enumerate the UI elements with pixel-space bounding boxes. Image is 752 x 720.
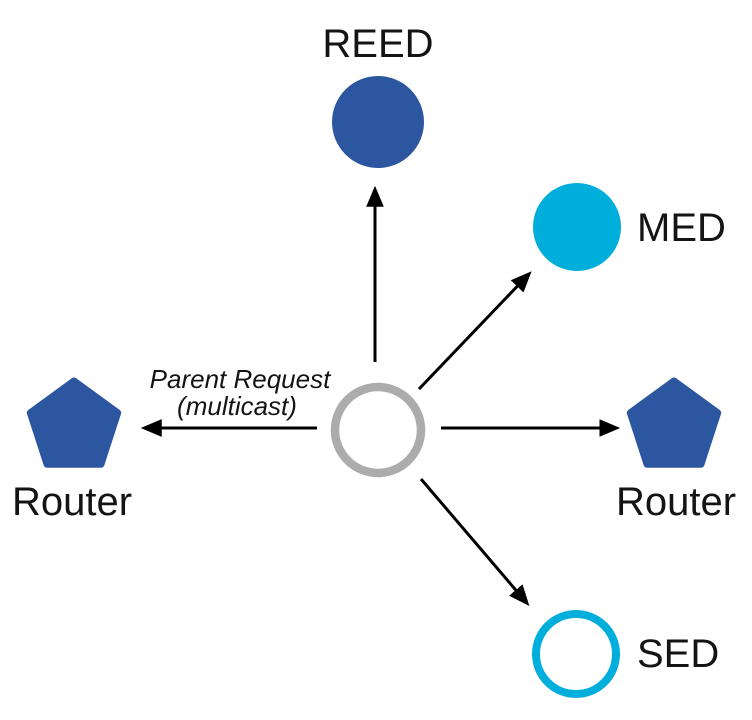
sed-node-circle <box>532 610 620 698</box>
arrow-to-med <box>417 271 532 391</box>
sed-node-label: SED <box>637 632 719 676</box>
router-left-pentagon <box>26 377 122 468</box>
router-right-pentagon <box>626 377 722 468</box>
router-right-label: Router <box>616 480 736 524</box>
edge-annotation-line1: Parent Request <box>150 364 332 394</box>
arrow-to-sed <box>419 478 530 606</box>
edges <box>140 185 621 606</box>
med-node-label: MED <box>637 206 726 250</box>
joiner-node-circle <box>330 382 426 478</box>
reed-node-label: REED <box>322 22 433 66</box>
med-node-circle <box>533 183 621 271</box>
router-left-label: Router <box>12 480 132 524</box>
edge-annotation-line2: (multicast) <box>177 391 297 421</box>
reed-node-circle <box>332 76 424 168</box>
